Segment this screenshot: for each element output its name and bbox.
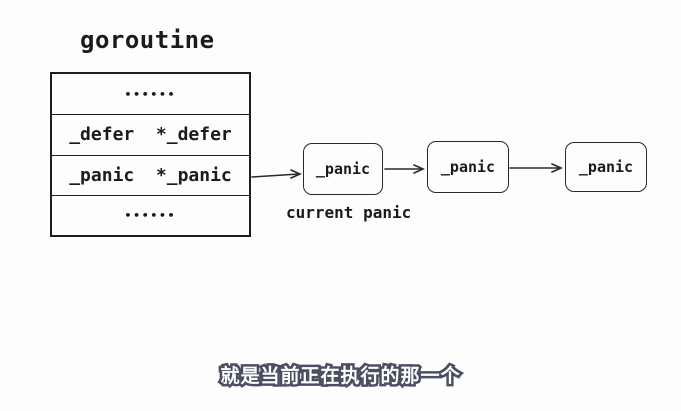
subtitle-outline-layer: 就是当前正在执行的那一个 [218, 363, 462, 390]
arrow-goroutine-to-panic1 [251, 169, 302, 179]
struct-row-label: •••••• [124, 208, 177, 222]
panic-node-label: _panic [315, 160, 371, 178]
struct-row-ellipsis-top: •••••• [52, 74, 249, 114]
panic-node-3: _panic [565, 142, 647, 192]
arrow-panic1-to-panic2 [384, 164, 425, 174]
goroutine-struct-table: •••••• _defer *_defer _panic *_panic •••… [50, 72, 251, 237]
current-panic-label: current panic [286, 203, 412, 222]
struct-row-label: •••••• [124, 87, 177, 101]
struct-row-defer: _defer *_defer [52, 114, 249, 154]
subtitle-text: 就是当前正在执行的那一个 [220, 365, 461, 387]
panic-node-2: _panic [427, 141, 509, 193]
panic-node-current: _panic [303, 143, 383, 195]
struct-row-ellipsis-bottom: •••••• [52, 194, 249, 235]
struct-row-label: _defer *_defer [69, 124, 232, 146]
struct-row-label: _panic *_panic [69, 164, 232, 186]
goroutine-title: goroutine [80, 26, 215, 54]
video-subtitle: 就是当前正在执行的那一个 就是当前正在执行的那一个 [0, 362, 681, 390]
arrow-panic2-to-panic3 [509, 163, 563, 173]
struct-row-panic: _panic *_panic [52, 154, 249, 195]
panic-node-label: _panic [440, 158, 496, 176]
panic-node-label: _panic [578, 158, 634, 176]
